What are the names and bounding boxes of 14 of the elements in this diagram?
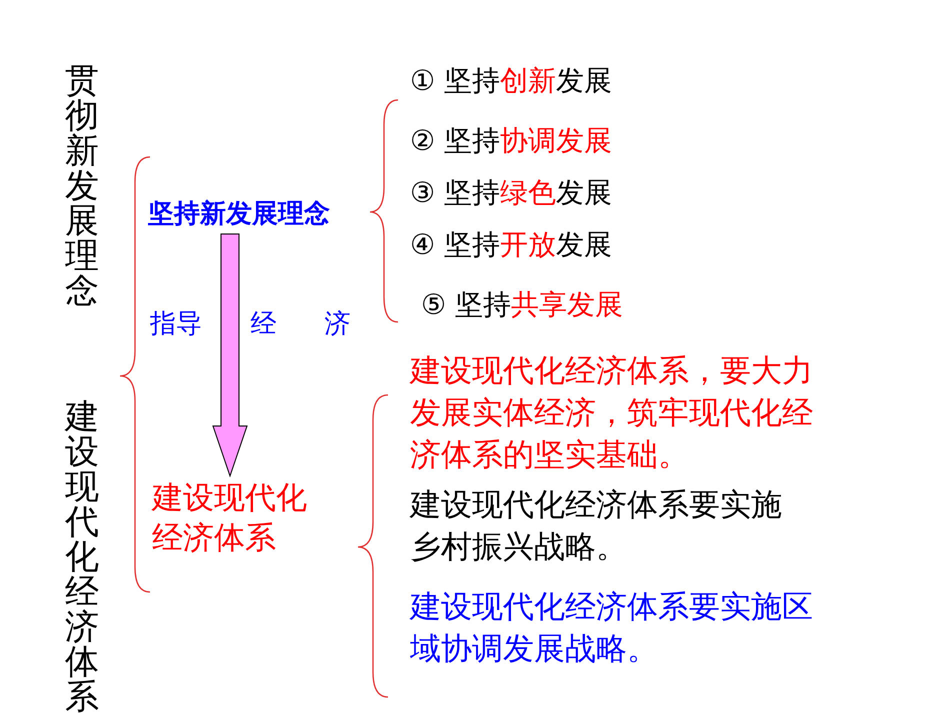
list-item: ⑤ 坚持共享发展: [421, 288, 624, 322]
paragraph: 建设现代化经济体系，要大力发展实体经济，筑牢现代化经济体系的坚实基础。: [410, 352, 814, 475]
list-item: ③ 坚持绿色发展: [410, 176, 612, 210]
list-item: ② 坚持协调发展: [410, 124, 612, 158]
paragraph: 建设现代化经济体系要实施乡村振兴战略。: [410, 486, 783, 567]
system-text: 建设现代化经济体系: [152, 479, 308, 558]
concept-text: 坚持新发展理念: [148, 198, 330, 231]
paragraph: 建设现代化经济体系要实施区域协调发展战略。: [410, 588, 814, 669]
list-item: ① 坚持创新发展: [410, 64, 612, 98]
block-arrow: [212, 234, 248, 478]
vertical-heading: 贯彻新发展理念: [64, 64, 100, 309]
edge-label: 指导 经 济: [150, 308, 351, 340]
vertical-heading: 建设现代化经济体系: [64, 400, 100, 713]
list-item: ④ 坚持开放发展: [410, 228, 612, 262]
